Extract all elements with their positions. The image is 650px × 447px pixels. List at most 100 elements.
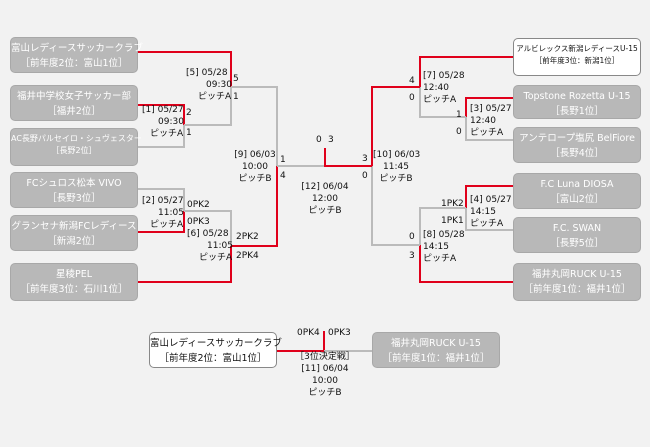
score-m8-top: 0 bbox=[409, 232, 415, 242]
score-m2-bot: 0PK3 bbox=[187, 217, 210, 227]
team-sub: ［長野1位］ bbox=[550, 106, 604, 117]
match-no: [8] 05/28 bbox=[423, 230, 465, 240]
team-name: 富山レディースサッカークラブ bbox=[150, 338, 282, 349]
team-ac-nagano: AC長野パルセイロ・シュヴェスター ［長野2位］ bbox=[10, 128, 142, 166]
team-sub: ［長野2位］ bbox=[51, 146, 97, 155]
match-pitch: ピッチA bbox=[423, 254, 457, 264]
score-m5-top: 5 bbox=[233, 74, 239, 84]
team-name: F.C Luna DIOSA bbox=[540, 179, 614, 190]
line-final-right bbox=[324, 148, 372, 167]
match-time: 10:00 bbox=[242, 162, 268, 172]
line-m5-bot bbox=[184, 87, 232, 126]
line-m1-bot bbox=[138, 125, 185, 148]
team-third-right: 福井丸岡RUCK U-15 ［前年度1位：福井1位］ bbox=[372, 332, 500, 368]
match-info-m4: [4] 05/27 14:15 ピッチA bbox=[470, 194, 512, 230]
team-sub: ［前年度2位：富山1位］ bbox=[20, 58, 128, 69]
team-toyama-ladies: 富山レディースサッカークラブ ［前年度2位：富山1位］ bbox=[10, 37, 143, 73]
match-info-m11: ［3位決定戦］ [11] 06/04 10:00 ピッチB bbox=[288, 351, 362, 399]
score-m4-top: 1PK2 bbox=[441, 199, 464, 209]
match-pitch: ピッチB bbox=[238, 174, 272, 184]
match-no: [10] 06/03 bbox=[373, 150, 421, 160]
team-sub: ［前年度2位：富山1位］ bbox=[159, 353, 267, 364]
line-m7-top bbox=[419, 56, 513, 87]
score-m1-bot: 1 bbox=[186, 128, 192, 138]
match-pitch: ピッチB bbox=[379, 174, 413, 184]
score-m3-top: 1 bbox=[456, 110, 462, 120]
line-m3-top bbox=[465, 97, 513, 117]
match-info-m5: [5] 05/28 09:30 ピッチA bbox=[186, 67, 232, 103]
line-m10-bot bbox=[371, 166, 420, 246]
match-time: 09:30 bbox=[206, 80, 232, 90]
line-m4-bot bbox=[465, 208, 513, 231]
team-sub: ［前年度3位：新潟1位］ bbox=[534, 56, 620, 65]
line-m2-bot bbox=[138, 211, 185, 233]
line-m6-bot bbox=[138, 246, 232, 283]
team-third-left: 富山レディースサッカークラブ ［前年度2位：富山1位］ bbox=[149, 332, 282, 368]
team-name: 福井中学校女子サッカー部 bbox=[16, 91, 131, 102]
match-time: 10:00 bbox=[312, 376, 338, 386]
match-no: [2] 05/27 bbox=[142, 196, 184, 206]
match-info-m10: [10] 06/03 11:45 ピッチB bbox=[373, 149, 421, 185]
match-pitch: ピッチA bbox=[423, 95, 457, 105]
match-time: 14:15 bbox=[423, 242, 449, 252]
line-m9-top bbox=[231, 86, 278, 166]
match-time: 14:15 bbox=[470, 207, 496, 217]
line-m4-top bbox=[465, 185, 513, 208]
score-m6-bot: 2PK4 bbox=[236, 251, 259, 261]
match-pitch: ピッチA bbox=[470, 128, 504, 138]
match-no: [12] 06/04 bbox=[301, 182, 349, 192]
match-time: 09:30 bbox=[158, 117, 184, 127]
team-sub: ［新潟2位］ bbox=[47, 236, 101, 247]
team-name: 富山レディースサッカークラブ bbox=[11, 43, 143, 54]
team-sub: ［富山2位］ bbox=[550, 194, 604, 205]
team-name: アルビレックス新潟レディースU-15 bbox=[516, 44, 638, 53]
match-time: 11:05 bbox=[207, 241, 233, 251]
match-info-m9: [9] 06/03 10:00 ピッチB bbox=[232, 149, 278, 185]
score-third-right: 0PK3 bbox=[328, 328, 351, 338]
match-info-m6: [6] 05/28 11:05 ピッチA bbox=[187, 228, 233, 264]
team-name: AC長野パルセイロ・シュヴェスター bbox=[11, 134, 142, 143]
line-m3-bot bbox=[465, 117, 513, 141]
team-seiryo: 星稜PEL ［前年度3位：石川1位］ bbox=[10, 263, 138, 301]
score-m7-bot: 0 bbox=[409, 93, 415, 103]
line-m8-top bbox=[419, 207, 466, 245]
match-pitch: ピッチB bbox=[308, 388, 342, 398]
match-info-m8: [8] 05/28 14:15 ピッチA bbox=[423, 229, 465, 265]
team-fc-shuros: FCシュロス松本 VIVO ［長野3位］ bbox=[10, 172, 138, 208]
team-luna: F.C Luna DIOSA ［富山2位］ bbox=[513, 173, 641, 209]
score-m9-bot: 4 bbox=[280, 171, 286, 181]
team-granser: グランセナ新潟FCレディース ［新潟2位］ bbox=[10, 215, 138, 251]
match-no: [11] 06/04 bbox=[301, 364, 349, 374]
score-final-right: 3 bbox=[328, 135, 334, 145]
match-info-m3: [3] 05/27 12:40 ピッチA bbox=[470, 103, 512, 139]
team-sub: ［長野5位］ bbox=[550, 238, 604, 249]
team-albirex: アルビレックス新潟レディースU-15 ［前年度3位：新潟1位］ bbox=[513, 38, 641, 76]
team-name: 星稜PEL bbox=[55, 269, 93, 280]
match-no: [5] 05/28 bbox=[186, 68, 228, 78]
team-sub: ［長野4位］ bbox=[550, 148, 604, 159]
match-info-m7: [7] 05/28 12:40 ピッチA bbox=[423, 70, 465, 106]
match-time: 12:40 bbox=[423, 83, 449, 93]
score-m7-top: 4 bbox=[409, 76, 415, 86]
line-m8-bot bbox=[419, 245, 513, 283]
team-name: グランセナ新潟FCレディース bbox=[11, 221, 137, 232]
score-m9-top: 1 bbox=[280, 155, 286, 165]
team-sub: ［前年度3位：石川1位］ bbox=[20, 284, 128, 295]
score-m6-top: 2PK2 bbox=[236, 232, 259, 242]
score-m3-bot: 0 bbox=[456, 127, 462, 137]
team-name: 福井丸岡RUCK U-15 bbox=[532, 269, 622, 280]
score-m5-bot: 1 bbox=[233, 92, 239, 102]
team-name: F.C. SWAN bbox=[552, 223, 602, 234]
match-info-m2: [2] 05/27 11:05 ピッチA bbox=[142, 195, 184, 231]
score-m8-bot: 3 bbox=[409, 251, 415, 261]
line-m5-top bbox=[138, 51, 232, 87]
match-no: [1] 05/27 bbox=[142, 105, 184, 115]
line-m9-bot bbox=[231, 166, 278, 247]
match-info-m1: [1] 05/27 09:30 ピッチA bbox=[142, 104, 184, 140]
team-sub: ［前年度1位：福井1位］ bbox=[382, 353, 490, 364]
match-time: 11:45 bbox=[383, 162, 409, 172]
match-pitch: ピッチB bbox=[308, 206, 342, 216]
match-time: 12:00 bbox=[312, 194, 338, 204]
line-m1-top bbox=[138, 104, 185, 125]
team-name: アンテロープ塩尻 BelFiore bbox=[519, 133, 635, 144]
